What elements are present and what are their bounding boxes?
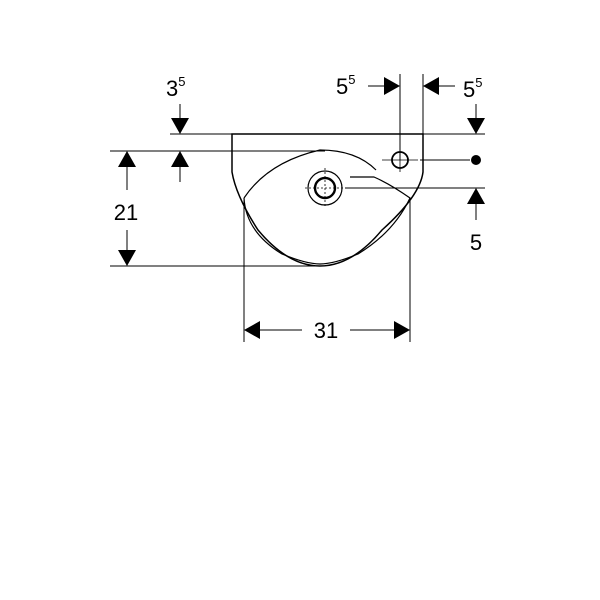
- dim-3-5-label: 35: [166, 74, 185, 101]
- dim-5-arrow-up: [467, 188, 485, 204]
- dim-5-5-right-arrow: [423, 77, 439, 95]
- basin-bowl-edge: [243, 176, 411, 265]
- extension-lines: [110, 74, 485, 342]
- dim-right-dot: [471, 155, 481, 165]
- dim-21-arrow-up: [118, 151, 136, 167]
- dim-21-label: 21: [114, 200, 138, 225]
- drain: [305, 168, 345, 208]
- dim-5-5-right-label: 55: [463, 75, 482, 102]
- dim-3-5-arrow-down: [171, 118, 189, 134]
- dimension-labels: 35 55 55 21 5 31: [114, 72, 483, 343]
- dim-31-label: 31: [314, 318, 338, 343]
- dim-3-5-arrow-up: [171, 151, 189, 167]
- dim-31-arrow-right: [394, 321, 410, 339]
- dim-right-arrow-down: [467, 118, 485, 134]
- dim-5-5-mid-arrow: [384, 77, 400, 95]
- dim-21-arrow-down: [118, 250, 136, 266]
- dim-5-label: 5: [470, 230, 482, 255]
- dim-5-5-mid-label: 55: [336, 72, 355, 99]
- basin-bowl-back: [243, 149, 377, 199]
- dimension-arrows: [118, 77, 485, 339]
- dim-31-arrow-left: [244, 321, 260, 339]
